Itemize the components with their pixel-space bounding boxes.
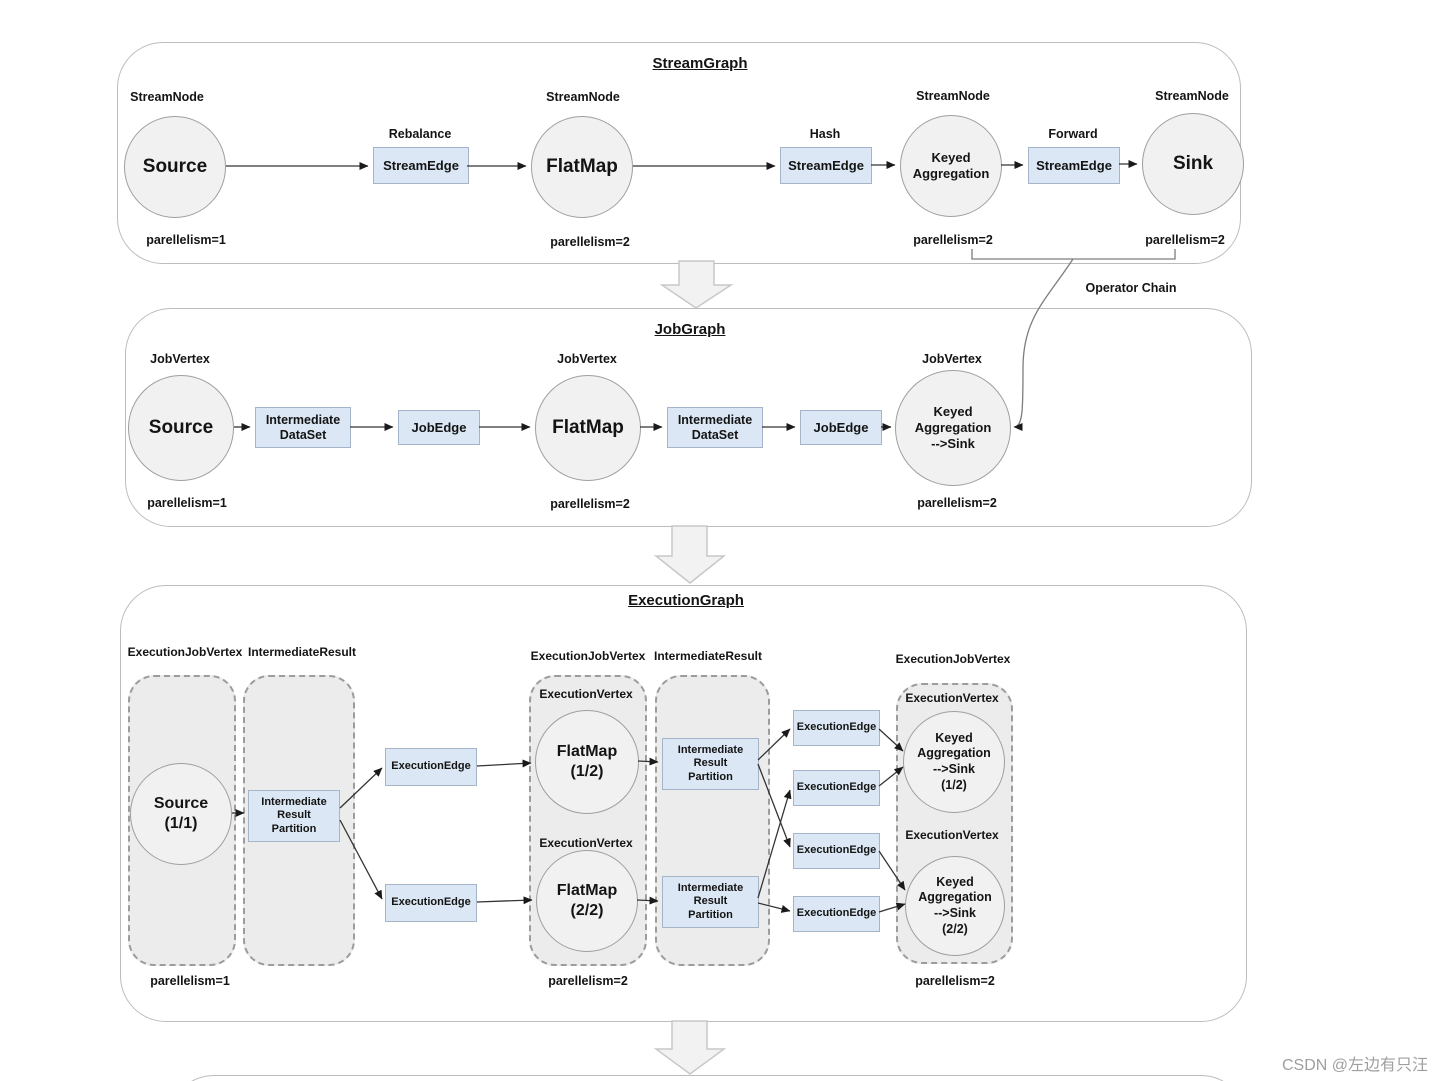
exec-vertex-flatmap1: FlatMap (1/2): [535, 710, 639, 814]
jobgraph-title: JobGraph: [654, 321, 726, 338]
execution-edge-left-2: ExecutionEdge: [385, 884, 477, 922]
exec-jobvertex-label-1: ExecutionJobVertex: [127, 645, 243, 659]
execution-edge-right-4: ExecutionEdge: [793, 896, 880, 932]
streamnode-label-source: StreamNode: [130, 90, 204, 104]
stream-parallelism-keyed: parellelism=2: [913, 233, 993, 247]
job-vertex-source: Source: [128, 375, 234, 481]
exec-parallelism-source: parellelism=1: [150, 974, 230, 988]
intermediate-dataset-2: Intermediate DataSet: [667, 407, 763, 448]
exec-parallelism-keyed: parellelism=2: [915, 974, 995, 988]
exec-vertex-source: Source (1/1): [130, 763, 232, 865]
operator-chain-connector: [971, 249, 1176, 431]
job-parallelism-source: parellelism=1: [147, 496, 227, 510]
execution-edge-right-1: ExecutionEdge: [793, 710, 880, 746]
jobvertex-label-flatmap: JobVertex: [557, 352, 617, 366]
job-edge-1: JobEdge: [398, 410, 480, 445]
stream-parallelism-flatmap: parellelism=2: [550, 235, 630, 249]
streamnode-label-sink: StreamNode: [1155, 89, 1229, 103]
partition-strategy-forward: Forward: [1048, 127, 1098, 141]
operator-chain-label: Operator Chain: [1085, 281, 1177, 295]
execution-edge-right-3: ExecutionEdge: [793, 833, 880, 869]
job-edge-2: JobEdge: [800, 410, 882, 445]
executiongraph-edges: [232, 728, 906, 913]
down-arrow-stream-to-job: [659, 260, 734, 309]
job-parallelism-keyed: parellelism=2: [917, 496, 997, 510]
execution-edge-right-2: ExecutionEdge: [793, 770, 880, 806]
streamgraph-title: StreamGraph: [652, 55, 748, 72]
stream-edge-rebalance: StreamEdge: [373, 147, 469, 184]
exec-parallelism-flatmap: parellelism=2: [548, 974, 628, 988]
stream-edge-forward: StreamEdge: [1028, 147, 1120, 184]
execvertex-label-keyed1: ExecutionVertex: [905, 691, 999, 705]
execvertex-label-keyed2: ExecutionVertex: [905, 828, 999, 842]
intermediate-result-label-1: IntermediateResult: [247, 645, 357, 659]
jobvertex-label-keyed: JobVertex: [922, 352, 982, 366]
stream-node-keyed-aggregation: Keyed Aggregation: [900, 115, 1002, 217]
job-vertex-keyed-sink: Keyed Aggregation -->Sink: [895, 370, 1011, 486]
intermediate-result-partition-1: Intermediate Result Partition: [248, 790, 340, 842]
execution-edge-left-1: ExecutionEdge: [385, 748, 477, 786]
partition-strategy-hash: Hash: [809, 127, 841, 141]
intermediate-result-partition-2: Intermediate Result Partition: [662, 738, 759, 790]
stream-parallelism-sink: parellelism=2: [1145, 233, 1225, 247]
down-arrow-execution-to-next: [653, 1020, 727, 1075]
stream-edge-hash: StreamEdge: [780, 147, 872, 184]
stream-node-sink: Sink: [1142, 113, 1244, 215]
streamnode-label-flatmap: StreamNode: [546, 90, 620, 104]
exec-jobvertex-label-2: ExecutionJobVertex: [530, 649, 646, 663]
streamgraph-edges: [226, 160, 1138, 170]
executiongraph-title: ExecutionGraph: [628, 592, 744, 609]
streamnode-label-keyed: StreamNode: [916, 89, 990, 103]
intermediate-dataset-1: Intermediate DataSet: [255, 407, 351, 448]
job-parallelism-flatmap: parellelism=2: [550, 497, 630, 511]
intermediate-result-partition-3: Intermediate Result Partition: [662, 876, 759, 928]
stream-node-source: Source: [124, 116, 226, 218]
stream-parallelism-source: parellelism=1: [146, 233, 226, 247]
exec-vertex-keyed2: Keyed Aggregation -->Sink (2/2): [905, 856, 1005, 956]
jobvertex-label-source: JobVertex: [150, 352, 210, 366]
execvertex-label-flatmap1: ExecutionVertex: [539, 687, 633, 701]
job-vertex-flatmap: FlatMap: [535, 375, 641, 481]
csdn-watermark: CSDN @左边有只汪: [1281, 1057, 1428, 1074]
partition-strategy-rebalance: Rebalance: [388, 127, 452, 141]
exec-vertex-flatmap2: FlatMap (2/2): [536, 850, 638, 952]
exec-vertex-keyed1: Keyed Aggregation -->Sink (1/2): [903, 711, 1005, 813]
panel-flow-arrows: [653, 260, 734, 1075]
execvertex-label-flatmap2: ExecutionVertex: [539, 836, 633, 850]
intermediate-result-label-2: IntermediateResult: [653, 649, 763, 663]
stream-node-flatmap: FlatMap: [531, 116, 633, 218]
down-arrow-job-to-execution: [653, 525, 727, 584]
exec-jobvertex-label-3: ExecutionJobVertex: [895, 652, 1011, 666]
